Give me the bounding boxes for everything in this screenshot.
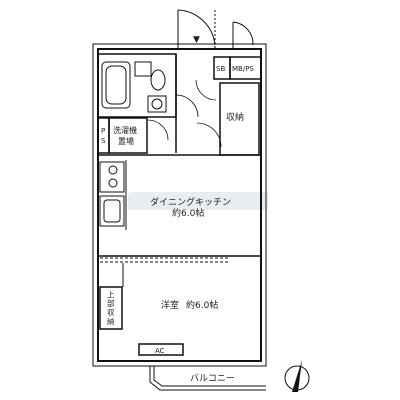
entrance-door xyxy=(177,9,216,49)
sliding-partition xyxy=(100,257,230,263)
laundry-label-line1: 洗濯機 xyxy=(113,125,137,135)
balcony-area xyxy=(149,366,266,391)
mbps-label: MB/PS xyxy=(232,65,254,73)
entrance-mark: ▼ xyxy=(193,35,200,45)
western-room-name: 洋室 xyxy=(161,299,179,311)
toilet-icon xyxy=(134,61,166,91)
storage-label: 収納 xyxy=(226,111,244,123)
upper-storage-label-3: 収 xyxy=(107,308,115,317)
sb-label: SB xyxy=(216,65,225,73)
sink-icon xyxy=(147,95,167,113)
kitchen-sink-icon xyxy=(99,195,125,227)
laundry-label-line2: 置場 xyxy=(118,136,134,146)
upper-storage-label-4: 納 xyxy=(107,316,115,326)
balcony-label: バルコニー xyxy=(190,373,235,384)
watermark-logo xyxy=(128,192,268,210)
north-arrow-icon xyxy=(284,360,310,392)
ac-label: AC xyxy=(155,347,165,355)
interior-walls xyxy=(97,53,262,356)
dining-kitchen-name: ダイニングキッチン xyxy=(150,196,231,208)
interior-doors xyxy=(147,79,222,148)
dining-kitchen-size: 約6.0帖 xyxy=(172,207,204,219)
ps-label-bottom: S xyxy=(101,137,106,145)
upper-storage-label-1: 上 xyxy=(107,290,115,299)
bathtub-icon xyxy=(101,61,131,109)
upper-storage-label-2: 部 xyxy=(107,298,115,308)
stove-icon xyxy=(99,161,125,193)
mbps-door xyxy=(232,21,254,49)
western-room-size: 約6.0帖 xyxy=(186,299,218,311)
ps-label-top: P xyxy=(101,127,105,135)
